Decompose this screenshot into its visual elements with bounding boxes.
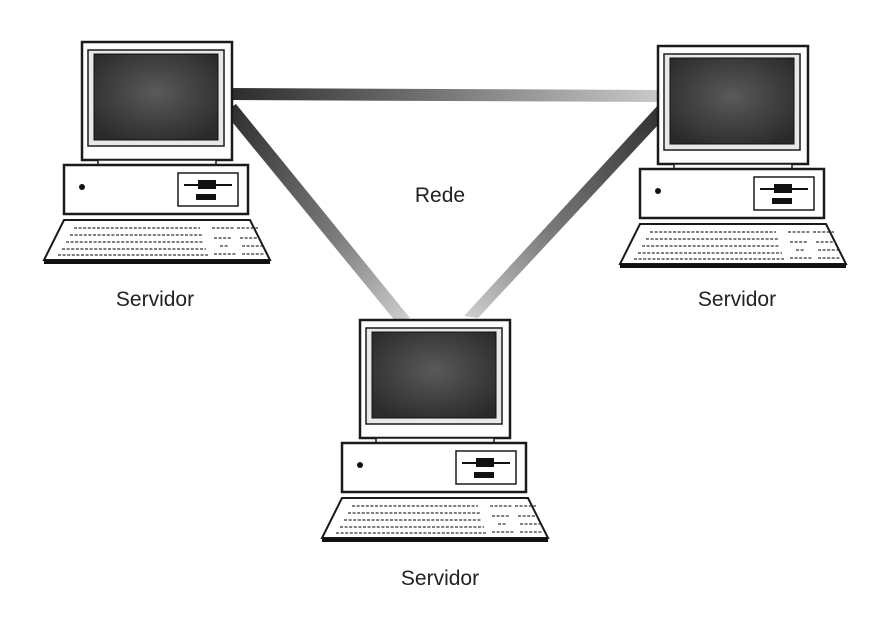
- node-label-left: Servidor: [116, 288, 194, 311]
- network-label: Rede: [415, 184, 465, 207]
- node-label-bottom: Servidor: [401, 567, 479, 590]
- link-left: [224, 104, 410, 322]
- computer-icon: [44, 42, 270, 264]
- computer-node-left: [44, 42, 270, 264]
- computer-node-bottom: [322, 320, 548, 542]
- node-label-right: Servidor: [698, 288, 776, 311]
- computer-icon: [322, 320, 548, 542]
- computer-icon: [620, 46, 846, 268]
- link-top: [226, 88, 658, 102]
- computer-node-right: [620, 46, 846, 268]
